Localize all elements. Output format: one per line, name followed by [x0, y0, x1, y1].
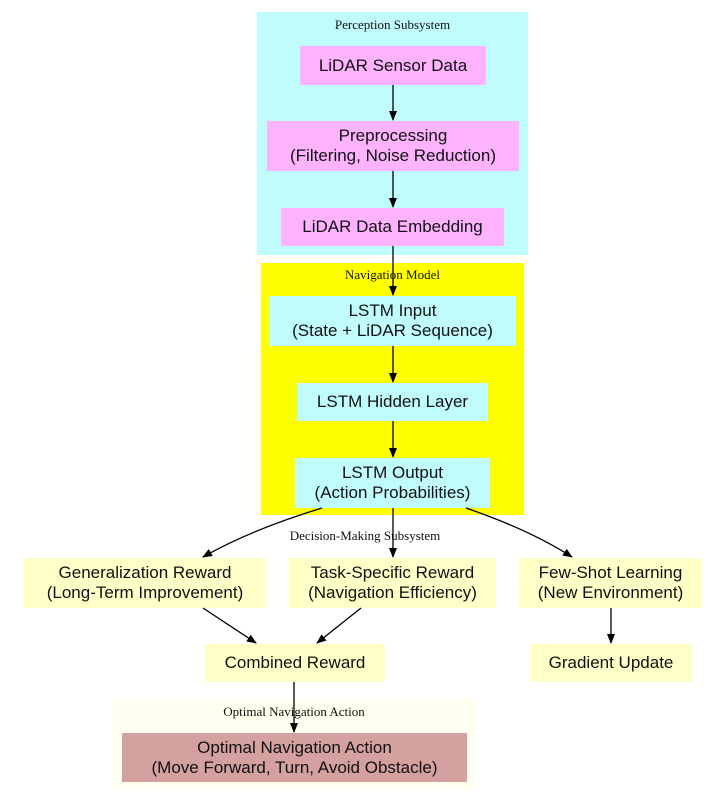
node-sublabel: (Long-Term Improvement): [46, 583, 244, 602]
decision-subsystem-label-wrap: Decision-Making Subsystem: [200, 527, 530, 547]
decision-subsystem-label: Decision-Making Subsystem: [289, 528, 441, 543]
node-sublabel: (Navigation Efficiency): [308, 583, 477, 602]
node-label: LiDAR Sensor Data: [318, 55, 468, 75]
node-label: Task-Specific Reward: [310, 563, 475, 582]
node-few-shot-learning[interactable]: Few-Shot Learning (New Environment): [519, 558, 702, 608]
node-label: LSTM Output: [341, 463, 444, 482]
node-lidar-data-embedding[interactable]: LiDAR Data Embedding: [281, 208, 504, 246]
node-gradient-update[interactable]: Gradient Update: [530, 644, 692, 682]
node-optimal-navigation-action[interactable]: Optimal Navigation Action (Move Forward,…: [122, 733, 467, 782]
node-label: Few-Shot Learning: [538, 563, 683, 582]
node-combined-reward[interactable]: Combined Reward: [205, 644, 385, 682]
node-label: Optimal Navigation Action: [197, 737, 392, 757]
node-label: LSTM Hidden Layer: [316, 392, 469, 411]
edge-generalization-reward-to-combined-reward: [202, 607, 257, 644]
node-sublabel: (State + LiDAR Sequence): [292, 321, 493, 340]
node-generalization-reward[interactable]: Generalization Reward (Long-Term Improve…: [24, 558, 266, 608]
node-lidar-sensor-data[interactable]: LiDAR Sensor Data: [300, 46, 486, 85]
node-sublabel: (Move Forward, Turn, Avoid Obstacle): [151, 757, 438, 777]
perception-subsystem-label: Perception Subsystem: [334, 17, 451, 32]
node-lstm-hidden-layer[interactable]: LSTM Hidden Layer: [297, 383, 488, 421]
node-label: Gradient Update: [548, 653, 674, 672]
navigation-model-label: Navigation Model: [345, 267, 440, 282]
node-task-specific-reward[interactable]: Task-Specific Reward (Navigation Efficie…: [289, 558, 496, 608]
optimal-action-cluster-label: Optimal Navigation Action: [223, 704, 365, 719]
node-sublabel: (New Environment): [537, 583, 684, 602]
node-label: LiDAR Data Embedding: [302, 217, 483, 236]
node-label: Preprocessing: [338, 126, 448, 145]
node-label: LSTM Input: [348, 301, 437, 320]
edge-task-reward-to-combined-reward: [316, 607, 362, 644]
node-label: Generalization Reward: [58, 563, 232, 582]
node-label: Combined Reward: [224, 653, 366, 672]
node-lstm-output[interactable]: LSTM Output (Action Probabilities): [295, 458, 490, 508]
node-preprocessing[interactable]: Preprocessing (Filtering, Noise Reductio…: [267, 121, 519, 171]
node-sublabel: (Action Probabilities): [314, 483, 471, 502]
node-lstm-input[interactable]: LSTM Input (State + LiDAR Sequence): [269, 296, 516, 346]
node-sublabel: (Filtering, Noise Reduction): [290, 146, 496, 165]
